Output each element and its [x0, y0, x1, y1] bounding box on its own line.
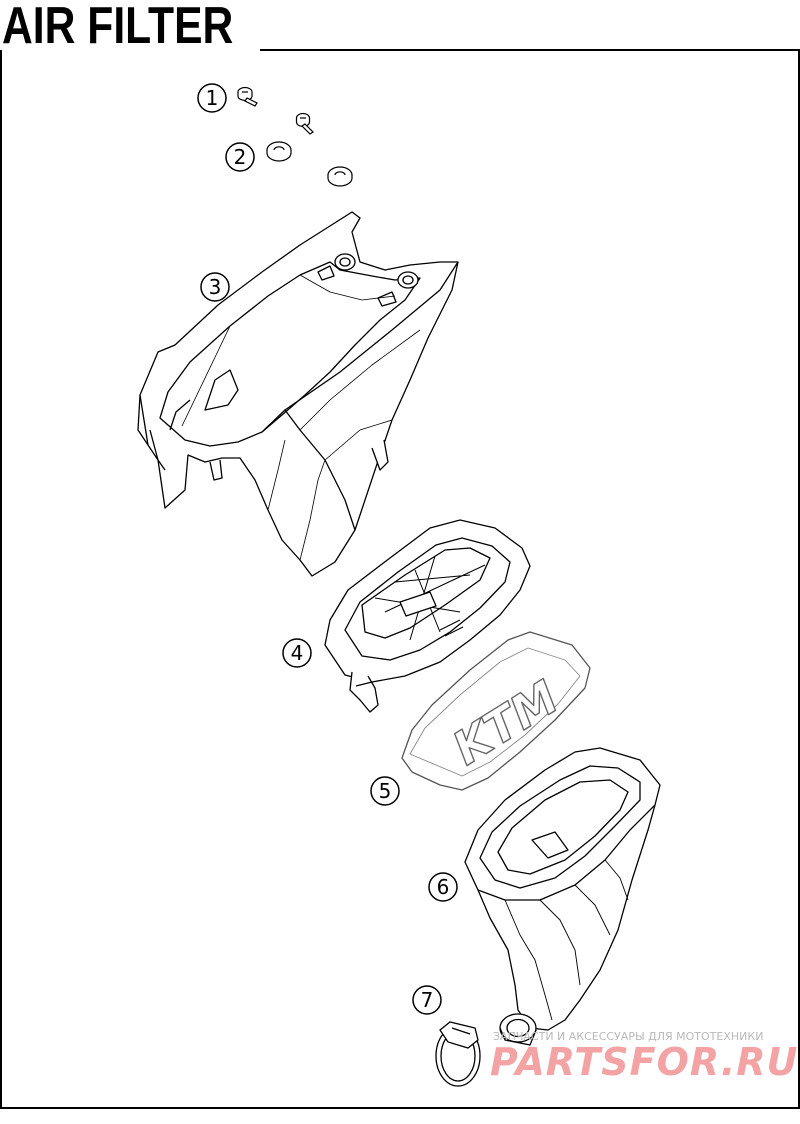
part-4-filter-cage[interactable] [324, 519, 531, 713]
screw-icon [295, 112, 314, 135]
washer-icon [327, 166, 353, 187]
svg-text:7: 7 [421, 988, 434, 1012]
watermark-tagline: ЗАПЧАСТИ И АКСЕССУАРЫ ДЛЯ МОТОТЕХНИКИ [493, 1030, 763, 1043]
callout-1: 1 [197, 83, 227, 113]
svg-text:1: 1 [206, 86, 219, 110]
part-1-screws[interactable] [237, 86, 314, 135]
svg-text:2: 2 [234, 145, 247, 169]
svg-text:4: 4 [291, 641, 304, 665]
callout-4: 4 [282, 638, 312, 668]
svg-text:3: 3 [209, 275, 222, 299]
callout-7: 7 [412, 985, 442, 1015]
screw-icon [237, 86, 258, 107]
part-7-hose-clamp[interactable] [435, 1021, 481, 1087]
callout-2: 2 [225, 142, 255, 172]
part-6-intake-boot[interactable] [464, 747, 661, 1046]
part-3-airbox[interactable] [137, 211, 459, 577]
washer-icon [266, 141, 292, 162]
watermark-brand: PARTSFOR.RU [490, 1040, 798, 1084]
part-5-foam-filter[interactable]: KTM [401, 631, 591, 791]
svg-text:6: 6 [437, 875, 450, 899]
callout-6: 6 [428, 872, 458, 902]
page-title: AIR FILTER [2, 0, 234, 55]
callout-5: 5 [370, 776, 400, 806]
svg-text:5: 5 [379, 779, 392, 803]
part-2-washers[interactable] [266, 141, 353, 187]
callout-3: 3 [200, 272, 230, 302]
